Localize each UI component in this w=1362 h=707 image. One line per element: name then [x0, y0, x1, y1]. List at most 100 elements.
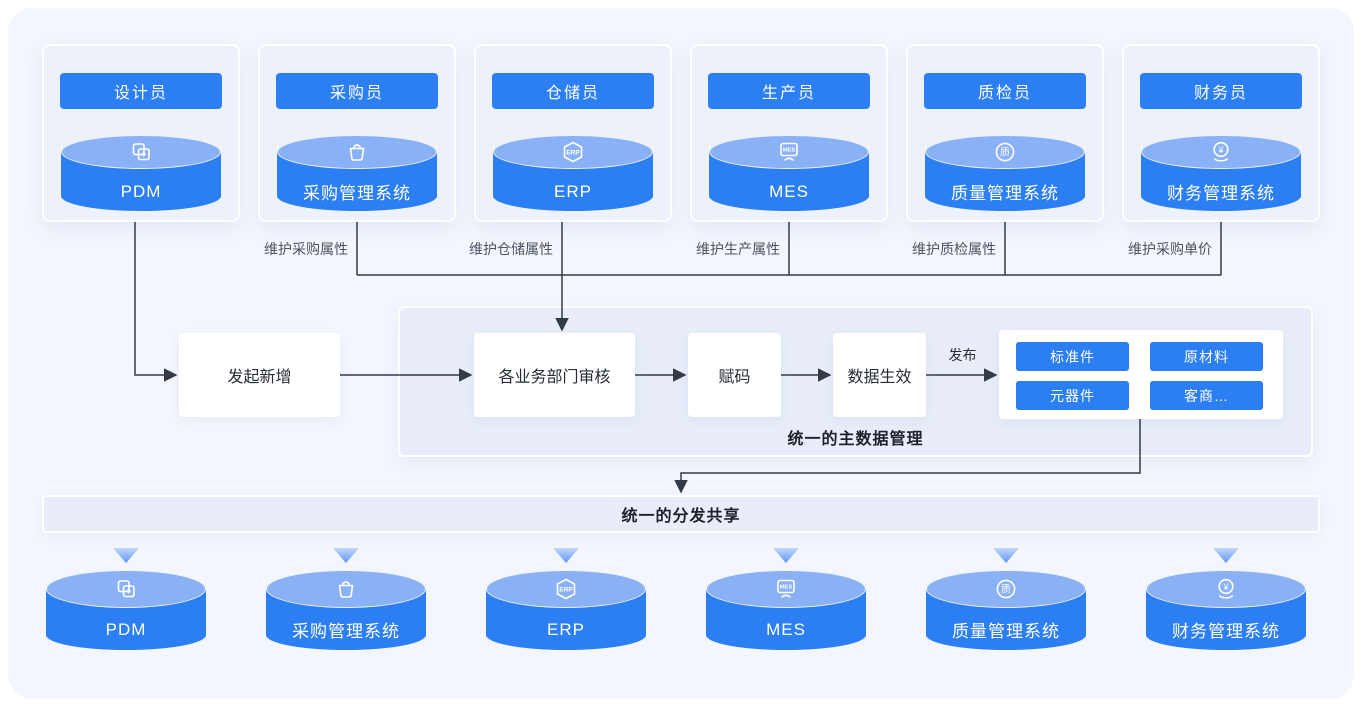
- system-name: 采购管理系统: [292, 622, 400, 641]
- system-cylinder: PDM: [46, 570, 206, 650]
- system-cylinder: 采购管理系统: [266, 570, 426, 650]
- distribution-share-label: 统一的分发共享: [621, 508, 741, 525]
- system-cylinder: 质量管理系统 质: [926, 570, 1086, 650]
- svg-text:¥: ¥: [1222, 582, 1229, 592]
- bag-icon: [345, 140, 369, 164]
- flow-step-label: 数据生效: [847, 369, 912, 386]
- down-triangle-icon: [1213, 548, 1239, 563]
- cylinder-top: [61, 135, 221, 169]
- system-name: ERP: [554, 181, 592, 201]
- data-categories-box: 标准件原材料元器件客商…: [999, 330, 1283, 419]
- system-name: 财务管理系统: [1167, 184, 1275, 203]
- system-name: ERP: [547, 619, 585, 639]
- mes-monitor-icon: MES: [773, 577, 799, 601]
- cylinder-top: MES: [709, 135, 869, 169]
- system-cylinder: ERP ERP: [486, 570, 646, 650]
- system-name: MES: [766, 619, 806, 639]
- flow-step-label: 发起新增: [227, 369, 292, 386]
- maintain-label-2: 维护仓储属性: [469, 241, 553, 257]
- down-triangle-icon: [553, 548, 579, 563]
- copy-icon: [114, 577, 138, 601]
- maintain-label-1: 维护采购属性: [264, 241, 348, 257]
- maintain-label-4: 维护质检属性: [912, 241, 996, 257]
- system-cylinder: 采购管理系统: [277, 135, 437, 211]
- down-triangle-icon: [773, 548, 799, 563]
- target-system-6: 财务管理系统 ¥: [1146, 548, 1306, 650]
- category-chip-4: 客商…: [1150, 381, 1263, 410]
- system-name: 质量管理系统: [952, 622, 1060, 641]
- system-cylinder: MES MES: [709, 135, 869, 211]
- flow-step-effective: 数据生效: [833, 333, 926, 417]
- role-card-2: 采购员 采购管理系统: [258, 44, 456, 222]
- svg-text:ERP: ERP: [559, 587, 573, 594]
- svg-text:质: 质: [1001, 583, 1011, 595]
- svg-text:ERP: ERP: [566, 150, 580, 157]
- svg-text:MES: MES: [783, 148, 796, 154]
- flow-step-initiate: 发起新增: [179, 333, 340, 417]
- role-title: 生产员: [708, 73, 870, 109]
- maintain-label-3: 维护生产属性: [696, 241, 780, 257]
- flow-step-label: 赋码: [718, 369, 751, 386]
- cylinder-top: 质: [925, 135, 1085, 169]
- role-card-5: 质检员 质量管理系统 质: [906, 44, 1104, 222]
- role-title: 财务员: [1140, 73, 1302, 109]
- down-triangle-icon: [113, 548, 139, 563]
- role-title: 设计员: [60, 73, 222, 109]
- erp-badge-icon: ERP: [552, 577, 580, 601]
- role-card-6: 财务员 财务管理系统 ¥: [1122, 44, 1320, 222]
- distribution-share-bar: 统一的分发共享: [42, 495, 1320, 533]
- system-cylinder: 质量管理系统 质: [925, 135, 1085, 211]
- master-data-panel-title: 统一的主数据管理: [787, 431, 924, 448]
- target-system-5: 质量管理系统 质: [926, 548, 1086, 650]
- cylinder-top: MES: [706, 570, 866, 608]
- maintain-label-5: 维护采购单价: [1128, 241, 1212, 257]
- copy-icon: [129, 140, 153, 164]
- publish-arrow-label: 发布: [948, 347, 977, 363]
- bag-icon: [334, 577, 358, 601]
- cylinder-top: ¥: [1146, 570, 1306, 608]
- target-system-4: MES MES: [706, 548, 866, 650]
- category-chip-2: 原材料: [1150, 342, 1263, 371]
- finance-yen-icon: ¥: [1209, 140, 1233, 164]
- system-cylinder: MES MES: [706, 570, 866, 650]
- system-name: PDM: [120, 181, 162, 201]
- system-name: 财务管理系统: [1172, 622, 1280, 641]
- cylinder-top: [46, 570, 206, 608]
- finance-yen-icon: ¥: [1214, 577, 1238, 601]
- flow-step-label: 各业务部门审核: [498, 369, 611, 386]
- cylinder-top: [266, 570, 426, 608]
- cylinder-top: ¥: [1141, 135, 1301, 169]
- mes-monitor-icon: MES: [776, 140, 802, 164]
- down-triangle-icon: [993, 548, 1019, 563]
- category-chip-3: 元器件: [1016, 381, 1129, 410]
- cylinder-top: ERP: [486, 570, 646, 608]
- system-cylinder: ERP ERP: [493, 135, 653, 211]
- quality-badge-icon: 质: [993, 140, 1017, 164]
- category-chip-1: 标准件: [1016, 342, 1129, 371]
- target-system-3: ERP ERP: [486, 548, 646, 650]
- svg-text:¥: ¥: [1217, 145, 1224, 155]
- role-card-3: 仓储员 ERP ERP: [474, 44, 672, 222]
- role-title: 质检员: [924, 73, 1086, 109]
- down-triangle-icon: [333, 548, 359, 563]
- quality-badge-icon: 质: [994, 577, 1018, 601]
- system-cylinder: 财务管理系统 ¥: [1146, 570, 1306, 650]
- cylinder-top: 质: [926, 570, 1086, 608]
- erp-badge-icon: ERP: [559, 140, 587, 164]
- svg-text:质: 质: [1000, 146, 1010, 158]
- system-name: 采购管理系统: [303, 184, 411, 203]
- role-title: 仓储员: [492, 73, 654, 109]
- role-card-1: 设计员 PDM: [42, 44, 240, 222]
- system-cylinder: 财务管理系统 ¥: [1141, 135, 1301, 211]
- flow-step-coding: 赋码: [688, 333, 781, 417]
- cylinder-top: ERP: [493, 135, 653, 169]
- target-system-1: PDM: [46, 548, 206, 650]
- svg-text:MES: MES: [780, 585, 793, 591]
- system-name: MES: [769, 181, 809, 201]
- system-name: 质量管理系统: [951, 184, 1059, 203]
- target-system-2: 采购管理系统: [266, 548, 426, 650]
- role-card-4: 生产员 MES MES: [690, 44, 888, 222]
- system-cylinder: PDM: [61, 135, 221, 211]
- system-name: PDM: [105, 619, 147, 639]
